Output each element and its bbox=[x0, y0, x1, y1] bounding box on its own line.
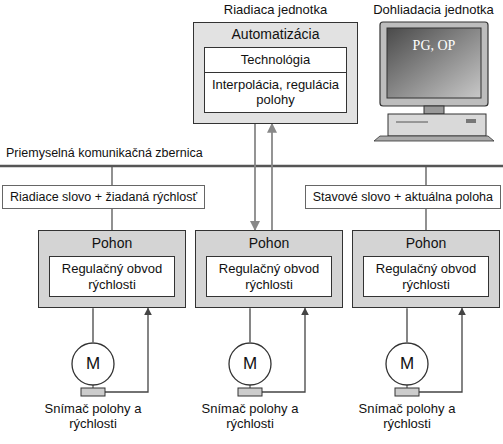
motor-letter: M bbox=[228, 354, 272, 374]
drive-box: PohonRegulačný obvod rýchlosti bbox=[352, 230, 500, 308]
box-title: Pohon bbox=[206, 235, 332, 251]
function-text: Regulačný obvod rýchlosti bbox=[211, 261, 327, 292]
motor-symbol: M bbox=[71, 342, 115, 398]
function-text: Technológia bbox=[209, 52, 342, 68]
inner-function-box: Interpolácia, regulácia polohy bbox=[204, 72, 347, 113]
bus-drop bbox=[111, 166, 112, 185]
pc-button bbox=[466, 119, 476, 123]
inner-function-box: Regulačný obvod rýchlosti bbox=[206, 256, 332, 297]
monitor-screen bbox=[387, 28, 481, 98]
motor-circle bbox=[386, 343, 428, 385]
signal-box: Riadiace slovo + žiadaná rýchlosť bbox=[2, 185, 205, 209]
function-text: Interpolácia, regulácia polohy bbox=[209, 77, 342, 108]
connector bbox=[105, 308, 148, 392]
bus-drop bbox=[425, 209, 426, 230]
inner-function-box: Regulačný obvod rýchlosti bbox=[49, 256, 175, 297]
pc-case bbox=[388, 114, 486, 136]
sensor-label: Snímač polohy a rýchlosti bbox=[33, 402, 153, 432]
unit-heading: Dohliadacia jednotka bbox=[364, 2, 503, 17]
sensor-symbol bbox=[395, 388, 419, 396]
motor-symbol: M bbox=[385, 342, 429, 398]
connector bbox=[254, 124, 256, 230]
motor-circle bbox=[72, 343, 114, 385]
signal-text: Riadiace slovo + žiadaná rýchlosť bbox=[10, 190, 197, 204]
drive-box: PohonRegulačný obvod rýchlosti bbox=[38, 230, 186, 308]
inner-function-box: Technológia bbox=[204, 47, 347, 73]
motor-letter: M bbox=[71, 354, 115, 374]
motor-symbol: M bbox=[228, 342, 272, 398]
sensor-label: Snímač polohy a rýchlosti bbox=[190, 402, 310, 432]
supervisory-computer: Dohliadacia jednotkaPG, OP bbox=[366, 0, 501, 142]
signal-box: Stavové slovo + aktuálna poloha bbox=[305, 185, 501, 209]
keyboard bbox=[374, 136, 494, 141]
function-text: Regulačný obvod rýchlosti bbox=[54, 261, 170, 292]
bus-drop bbox=[111, 209, 112, 230]
connector bbox=[271, 124, 273, 230]
motor-letter: M bbox=[385, 354, 429, 374]
monitor-stand bbox=[424, 106, 444, 114]
sensor-label: Snímač polohy a rýchlosti bbox=[347, 402, 467, 432]
unit-heading: Riadiaca jednotka bbox=[174, 2, 377, 17]
connector bbox=[419, 308, 462, 392]
sensor-symbol bbox=[238, 388, 262, 396]
bus-drop bbox=[425, 166, 426, 185]
fieldbus-line bbox=[0, 165, 503, 168]
bus-label: Priemyselná komunikačná zbernica bbox=[4, 146, 205, 160]
connector bbox=[262, 308, 305, 392]
screen-text: PG, OP bbox=[387, 38, 481, 54]
connector bbox=[406, 308, 407, 342]
box-title: Pohon bbox=[49, 235, 175, 251]
motor-circle bbox=[229, 343, 271, 385]
connector bbox=[249, 308, 250, 342]
function-text: Regulačný obvod rýchlosti bbox=[368, 261, 484, 292]
connector bbox=[92, 308, 93, 342]
control-unit-box: Riadiaca jednotkaAutomatizáciaTechnológi… bbox=[193, 22, 358, 124]
box-title: Pohon bbox=[363, 235, 489, 251]
inner-function-box: Regulačný obvod rýchlosti bbox=[363, 256, 489, 297]
signal-text: Stavové slovo + aktuálna poloha bbox=[313, 190, 493, 204]
drive-box: PohonRegulačný obvod rýchlosti bbox=[195, 230, 343, 308]
drive-slot bbox=[396, 122, 428, 123]
computer-icon bbox=[366, 0, 501, 142]
monitor-bezel bbox=[380, 22, 488, 106]
box-title: Automatizácia bbox=[204, 26, 347, 42]
sensor-symbol bbox=[81, 388, 105, 396]
